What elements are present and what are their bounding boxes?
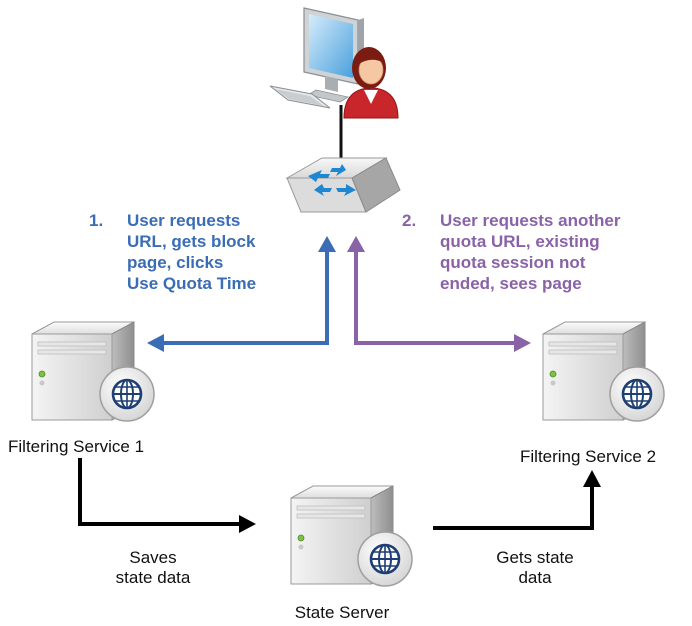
user-icon [343,47,399,119]
gets-arrow [433,470,601,530]
step2-text: User requests another quota URL, existin… [440,211,621,293]
step1-text: User requests URL, gets block page, clic… [127,211,257,293]
globe-icon [608,365,666,423]
saves-label: Saves state data [115,548,191,587]
state-server-label: State Server [294,603,390,622]
step1-number: 1. [89,211,104,230]
workstation-icon [269,7,364,160]
saves-arrow [78,458,256,533]
step1-annotation: 1. User requests URL, gets block page, c… [89,210,329,300]
filtering-service-2-label: Filtering Service 2 [520,447,657,466]
step1-path [147,236,336,352]
globe-icon [356,530,414,588]
filtering-service-1-label: Filtering Service 1 [8,437,145,456]
step2-path [347,236,531,352]
router-icon [285,157,401,213]
globe-icon [98,365,156,423]
step2-annotation: 2. User requests another quota URL, exis… [402,210,687,300]
gets-label: Gets state data [496,548,574,587]
step2-number: 2. [402,211,417,230]
